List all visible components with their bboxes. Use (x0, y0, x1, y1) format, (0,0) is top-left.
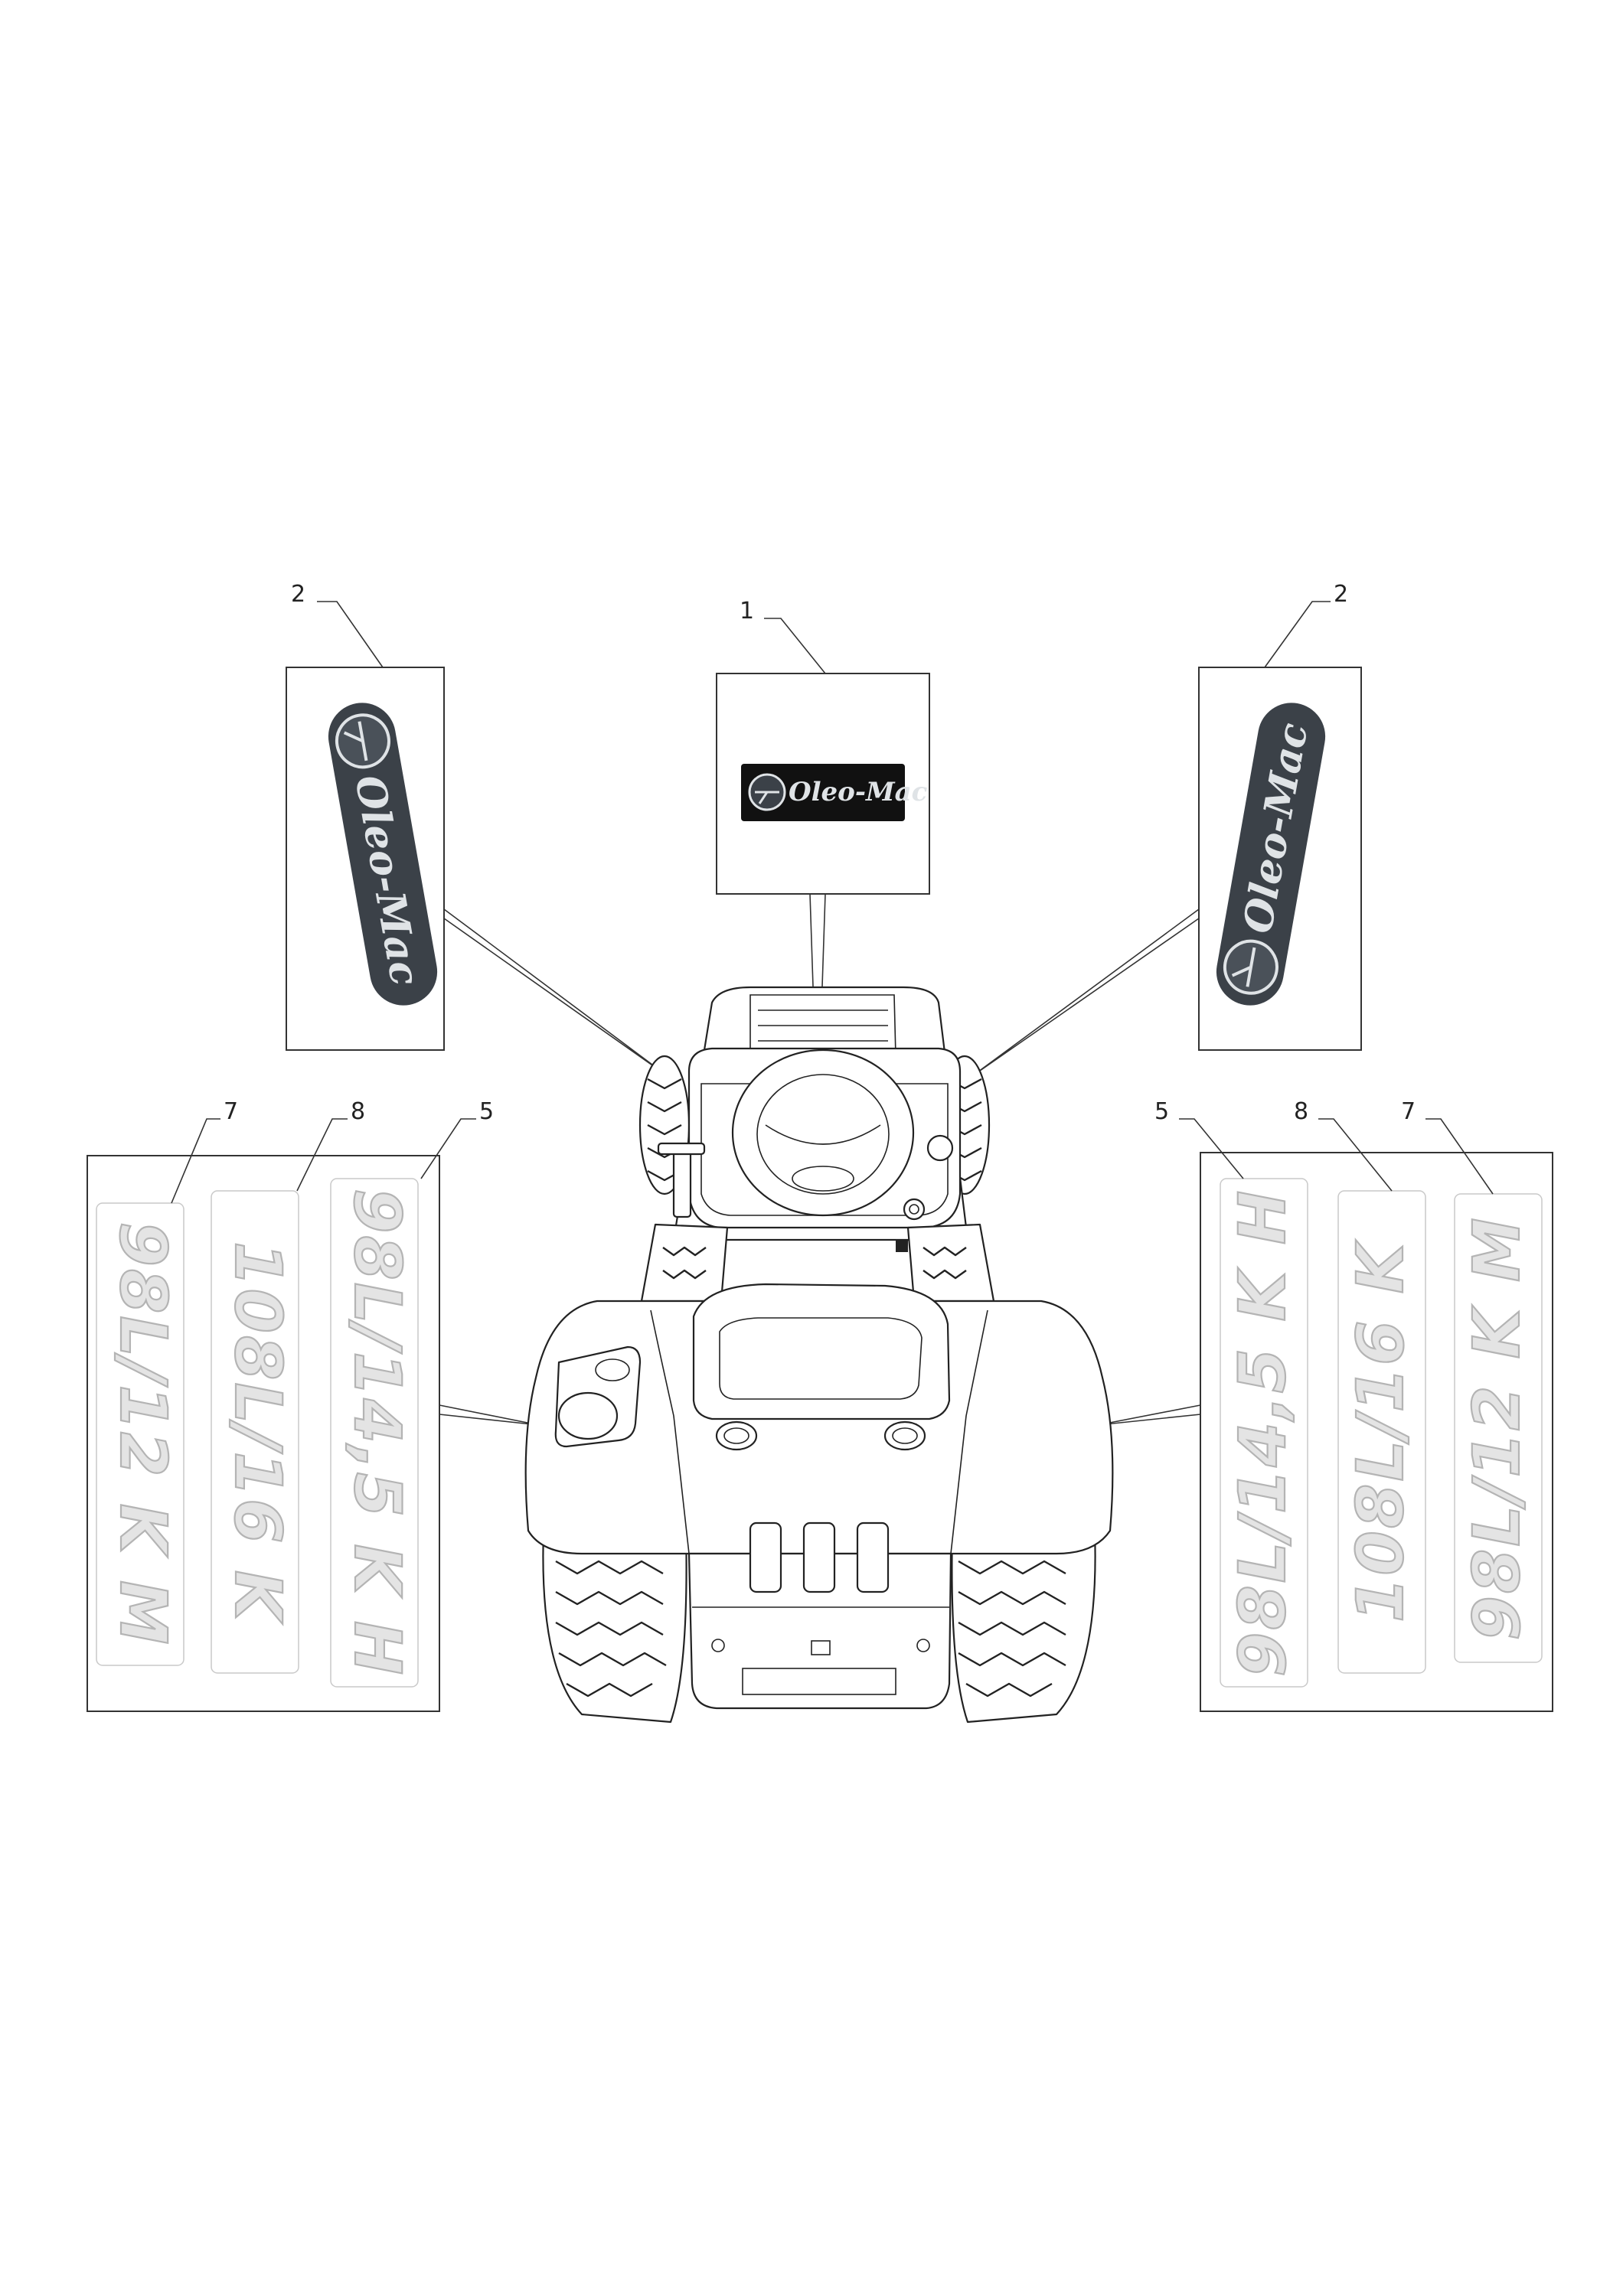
decal-7-left: 98L/12 K M (106, 1221, 181, 1646)
decal-5-left: 98L/14,5 K H (340, 1189, 415, 1677)
leader-left-pointer (439, 1404, 540, 1426)
leader-right-pointer (1097, 1404, 1201, 1426)
oleo-mac-logo-vertical-right: Oleo-Mac (1216, 703, 1326, 1006)
decal-frame-2-left: Oleo-Mac (286, 667, 445, 1051)
decal-5-right: 98L/14,5 K H (1225, 1189, 1300, 1677)
callout-8-left: 8 (351, 1098, 365, 1125)
steering-wheel (731, 1049, 915, 1217)
rear-wheel-left (542, 1529, 687, 1724)
callout-5-left: 5 (479, 1098, 494, 1125)
decal-frame-2-right: Oleo-Mac (1198, 667, 1362, 1051)
leader-1 (764, 618, 826, 674)
rear-wheel-right (951, 1529, 1096, 1724)
decal-frame-left: 98L/12 K M 108L/16 K 98L/14,5 K H (87, 1155, 440, 1712)
leader-8-left (296, 1118, 348, 1192)
footboard-switch (896, 1240, 908, 1252)
decal-frame-right: 98L/14,5 K H 108L/16 K 98L/12 K M (1200, 1152, 1553, 1712)
decal-frame-1: Oleo-Mac (716, 673, 930, 895)
control-lever (672, 1146, 692, 1218)
callout-1: 1 (740, 598, 754, 625)
leader-2-right (1264, 601, 1331, 668)
callout-2-right: 2 (1334, 581, 1348, 608)
seat-spring-right (883, 1420, 926, 1451)
callout-8-right: 8 (1294, 1098, 1308, 1125)
callout-7-left: 7 (224, 1098, 238, 1125)
decal-8-left: 108L/16 K (220, 1241, 296, 1625)
leader-7-right (1425, 1118, 1494, 1195)
leader-5-left (420, 1118, 476, 1179)
callout-5-right: 5 (1154, 1098, 1169, 1125)
seat-spring-left (715, 1420, 758, 1451)
callout-7-right: 7 (1401, 1098, 1416, 1125)
leader-8-right (1318, 1118, 1393, 1192)
fuel-cap (554, 1345, 642, 1448)
leader-2-left-pointer (443, 908, 668, 1077)
footboard-left (640, 1223, 729, 1303)
throttle-knob (926, 1134, 954, 1162)
ride-on-mower-illustration (524, 986, 1114, 1724)
decal-card-7-left (96, 1202, 185, 1666)
decal-card-8-left (211, 1190, 299, 1674)
leader-7-left (171, 1118, 220, 1204)
ignition-switch (903, 1198, 926, 1221)
decal-card-5-right (1220, 1178, 1308, 1688)
logo-text-horizontal: Oleo-Mac (789, 777, 928, 807)
seat (692, 1283, 951, 1420)
footboard-right (906, 1223, 995, 1303)
leader-2-right-pointer (972, 908, 1200, 1077)
decal-7-right: 98L/12 K M (1459, 1215, 1534, 1640)
oleo-mac-logo-horizontal: Oleo-Mac (741, 764, 928, 821)
leader-5-right (1179, 1118, 1244, 1179)
oleo-mac-logo-vertical-left: Oleo-Mac (328, 703, 438, 1006)
decal-card-8-right (1337, 1190, 1426, 1674)
decal-card-5-left (330, 1178, 419, 1688)
decal-8-right: 108L/16 K (1343, 1239, 1418, 1623)
rear-fender (524, 1300, 1114, 1555)
decal-card-7-right (1454, 1193, 1543, 1663)
leader-2-left (317, 601, 384, 668)
callout-2-left: 2 (291, 581, 305, 608)
